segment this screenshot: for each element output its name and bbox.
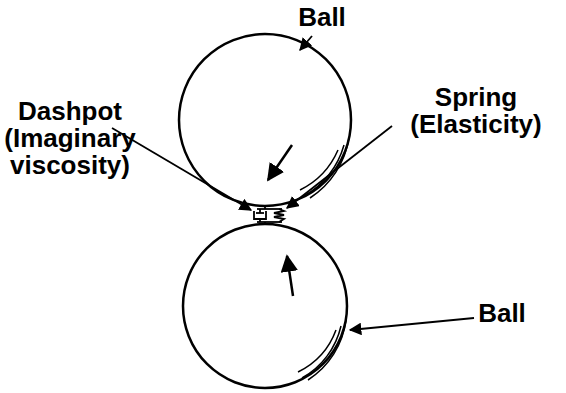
- ball-label: Ball: [282, 4, 362, 31]
- dashpot-spring-model: [254, 206, 284, 224]
- top-ball: [179, 34, 351, 206]
- ball-label: Ball: [462, 300, 542, 327]
- spring-label: Spring (Elasticity): [392, 84, 560, 138]
- leader-lines: [112, 36, 474, 330]
- bottom-ball-shading: [298, 320, 346, 380]
- motion-arrow: [287, 256, 293, 296]
- top-ball-shading: [300, 138, 349, 198]
- motion-arrow: [268, 145, 292, 180]
- bottom-ball: [183, 224, 347, 388]
- dashpot-label: Dashpot (Imaginary viscosity): [0, 98, 140, 179]
